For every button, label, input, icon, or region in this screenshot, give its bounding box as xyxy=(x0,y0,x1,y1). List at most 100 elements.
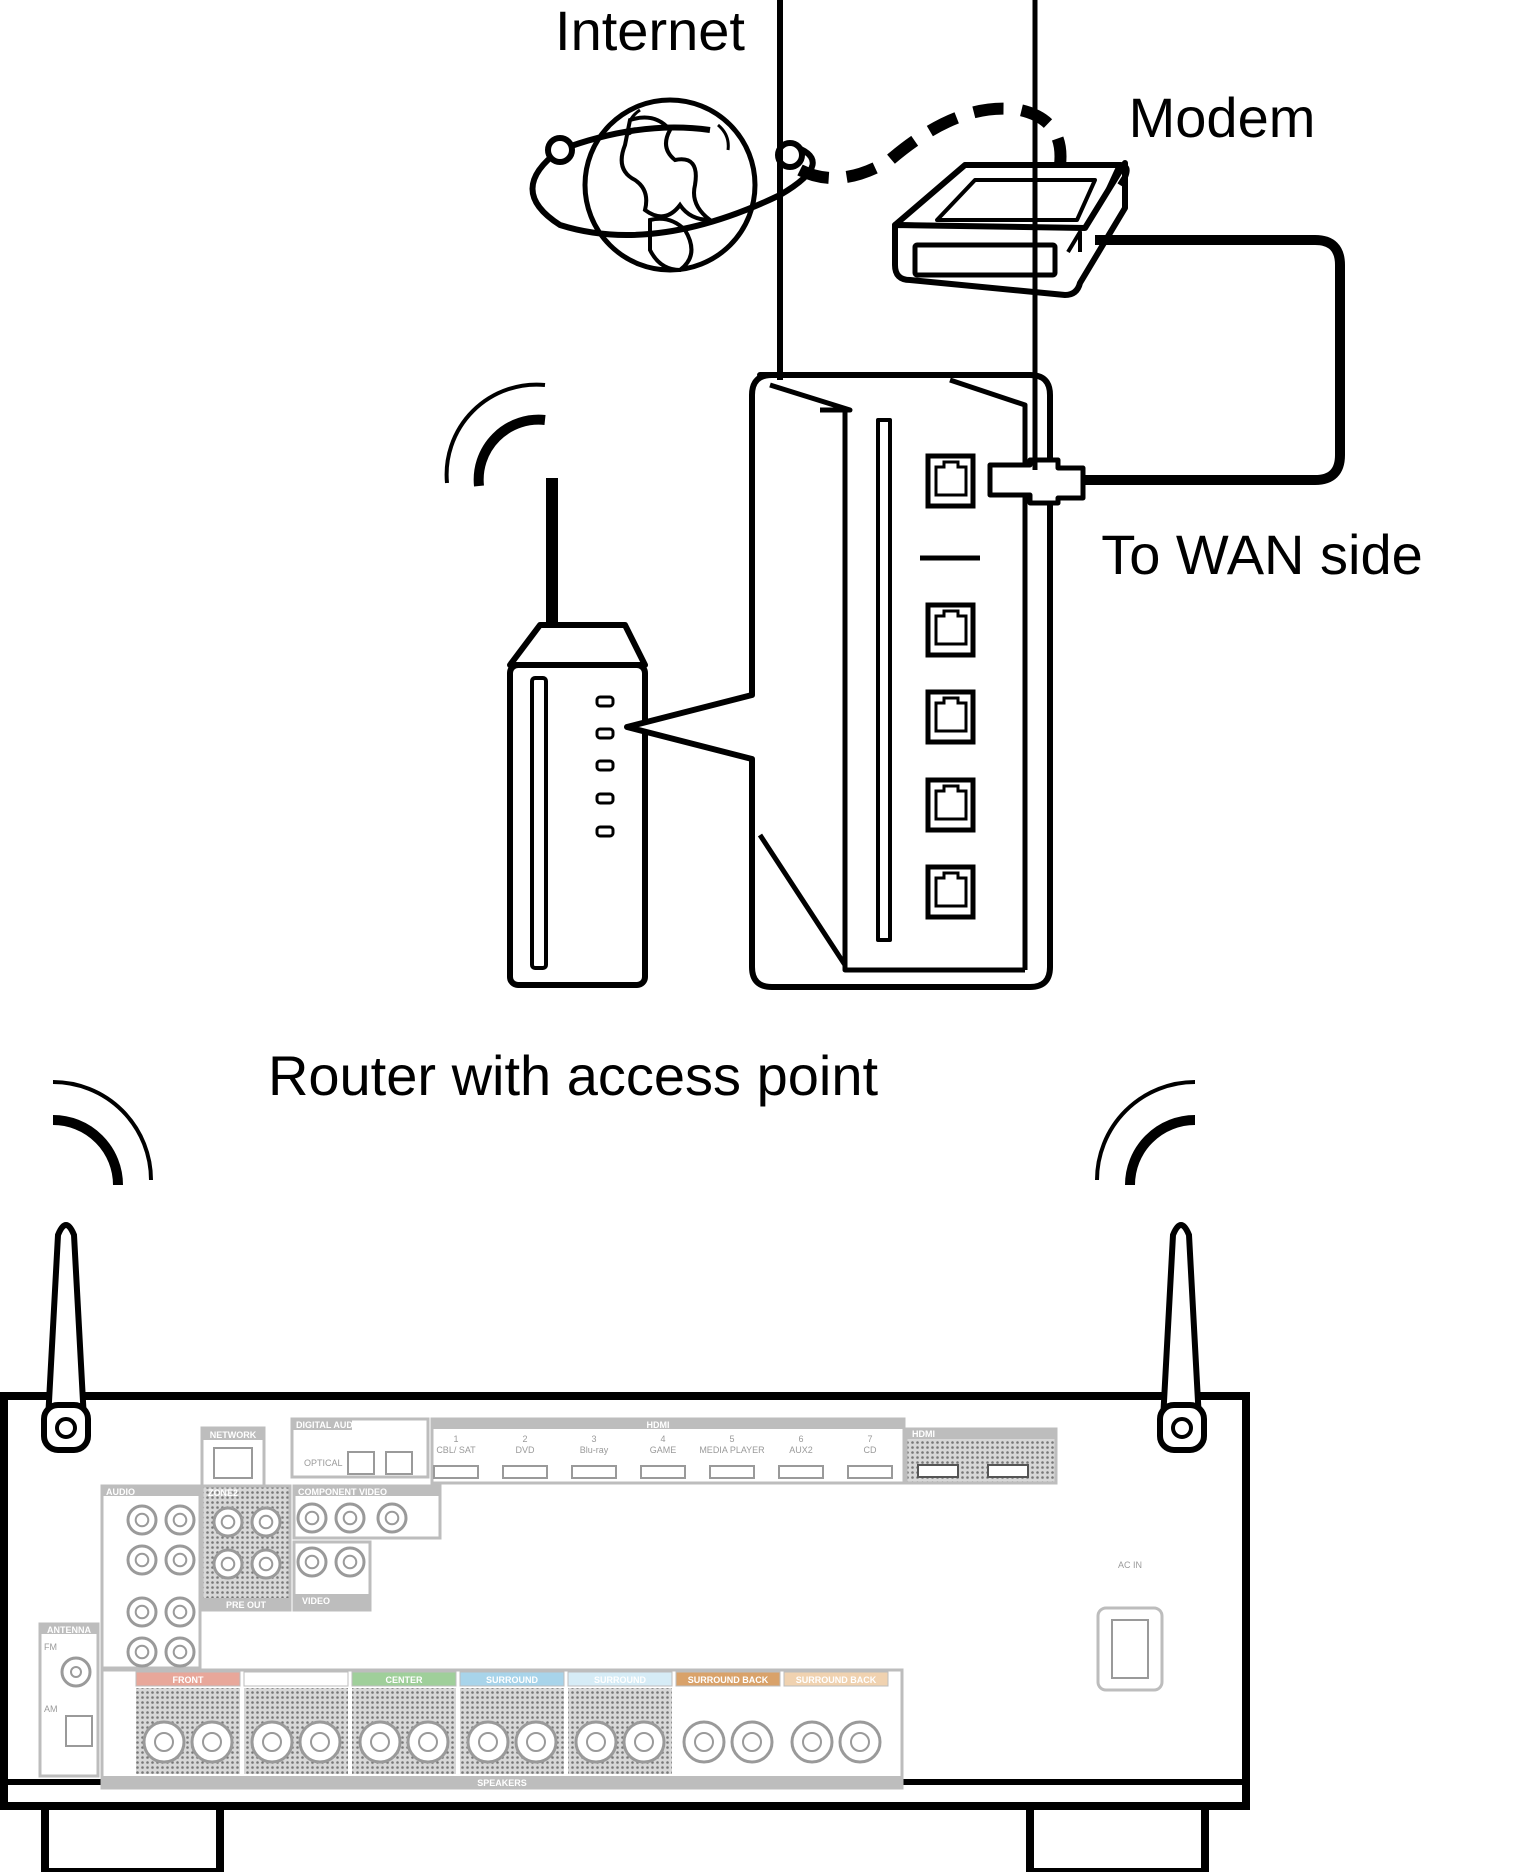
speaker-terminal-minus xyxy=(406,1720,450,1764)
receiver-foot-left xyxy=(41,1796,224,1872)
zone2-jack xyxy=(250,1506,282,1538)
fm-label: FM xyxy=(44,1642,57,1652)
antenna-label: ANTENNA xyxy=(47,1625,91,1635)
audio-jacks xyxy=(126,1504,196,1668)
hdmi-input-number: 1 xyxy=(453,1434,458,1444)
hdmi-input-number: 2 xyxy=(522,1434,527,1444)
component-video-panel: COMPONENT VIDEO xyxy=(292,1484,442,1540)
hdmi-port xyxy=(709,1465,755,1479)
hdmi-input-name: Blu-ray xyxy=(580,1445,609,1455)
left-antenna-wifi-icon xyxy=(52,1080,153,1186)
video-in-panel: VIDEO xyxy=(292,1540,372,1612)
zone2-jack xyxy=(212,1506,244,1538)
speaker-group: FRONT xyxy=(243,1671,349,1774)
globe-icon xyxy=(529,97,816,273)
speaker-group-label: SURROUND xyxy=(594,1675,647,1685)
speaker-group: SURROUND xyxy=(567,1671,673,1774)
lan-port-4 xyxy=(925,864,976,920)
hdmi-out-panel: HDMI xyxy=(904,1427,1058,1485)
audio-jack-right xyxy=(164,1636,196,1668)
component-jacks xyxy=(296,1502,408,1534)
speaker-group-label: FRONT xyxy=(281,1675,312,1685)
speaker-terminal-plus xyxy=(358,1720,402,1764)
modem-label: Modem xyxy=(1129,86,1316,149)
hdmi-in-label: HDMI xyxy=(647,1420,670,1430)
hdmi-input-number: 4 xyxy=(660,1434,665,1444)
speakers-label: SPEAKERS xyxy=(477,1778,527,1788)
speaker-terminal-plus xyxy=(466,1720,510,1764)
speaker-terminal-minus xyxy=(622,1720,666,1764)
av-receiver: NETWORK DIGITAL AUDIO OPTICAL HDMI 1CBL/… xyxy=(0,1080,1250,1872)
pre-out-label: PRE OUT xyxy=(226,1600,267,1610)
speaker-group: FRONT xyxy=(135,1671,241,1774)
speaker-terminal-plus xyxy=(574,1720,618,1764)
router-port-callout xyxy=(624,0,1053,990)
speaker-group: SURROUND BACK xyxy=(783,1671,889,1764)
speaker-group-label: FRONT xyxy=(173,1675,204,1685)
audio-jack-right xyxy=(164,1596,196,1628)
digital-audio-label: DIGITAL AUDIO xyxy=(296,1420,362,1430)
hdmi-input-name: GAME xyxy=(650,1445,677,1455)
antenna-panel: ANTENNA FM AM xyxy=(38,1622,100,1778)
lan-port-3 xyxy=(925,777,976,833)
hdmi-input-name: MEDIA PLAYER xyxy=(699,1445,765,1455)
audio-jack-left xyxy=(126,1504,158,1536)
audio-jack-left xyxy=(126,1636,158,1668)
router-icon xyxy=(507,478,648,988)
audio-jack-left xyxy=(126,1544,158,1576)
hdmi-input-number: 3 xyxy=(591,1434,596,1444)
network-port-label: NETWORK xyxy=(210,1430,257,1440)
speaker-terminal-minus xyxy=(514,1720,558,1764)
optical-label: OPTICAL xyxy=(304,1458,343,1468)
video-jack xyxy=(334,1546,366,1578)
ac-in-socket: AC IN xyxy=(1096,1560,1164,1692)
wan-cable xyxy=(1085,235,1345,485)
wan-plug-icon xyxy=(987,0,1086,506)
speaker-terminal-minus xyxy=(190,1720,234,1764)
hdmi-input-name: CD xyxy=(864,1445,877,1455)
audio-jack-right xyxy=(164,1544,196,1576)
audio-jack-left xyxy=(126,1596,158,1628)
speaker-group-label: SURROUND xyxy=(486,1675,539,1685)
hdmi-port xyxy=(502,1465,548,1479)
hdmi-input-number: 5 xyxy=(729,1434,734,1444)
zone2-jack xyxy=(250,1548,282,1580)
hdmi-port xyxy=(847,1465,893,1479)
speaker-group-label: SURROUND BACK xyxy=(796,1675,877,1685)
hdmi-port xyxy=(433,1465,479,1479)
speaker-terminal-plus xyxy=(142,1720,186,1764)
video-label: VIDEO xyxy=(302,1596,330,1606)
speaker-terminal-minus xyxy=(838,1720,882,1764)
network-port: NETWORK xyxy=(200,1426,266,1492)
left-antenna-icon xyxy=(41,1222,91,1453)
hdmi-port xyxy=(778,1465,824,1479)
hdmi-port xyxy=(640,1465,686,1479)
speaker-terminal-minus xyxy=(298,1720,342,1764)
internet-label: Internet xyxy=(555,0,745,62)
hdmi-out-label: HDMI xyxy=(912,1429,935,1439)
router-wifi-icon xyxy=(444,382,546,487)
speaker-terminal-plus xyxy=(682,1720,726,1764)
speaker-groups: FRONT FRONT CENTER SURROUND SURROUND SURROUND… xyxy=(135,1671,889,1774)
lan-port-2 xyxy=(925,689,976,745)
wan-port xyxy=(925,453,976,509)
speaker-group: CENTER xyxy=(351,1671,457,1774)
zone2-jack xyxy=(212,1548,244,1580)
internet-link-dashed xyxy=(797,102,1067,184)
router-label: Router with access point xyxy=(268,1044,879,1107)
hdmi-input-number: 7 xyxy=(867,1434,872,1444)
speaker-terminal-plus xyxy=(790,1720,834,1764)
video-jack xyxy=(296,1546,328,1578)
right-antenna-icon xyxy=(1157,1222,1207,1453)
zone2-label: ZONE2 xyxy=(208,1488,238,1498)
speaker-terminals-panel: SPEAKERS FRONT FRONT CENTER SURROUND SURROUN… xyxy=(100,1668,904,1790)
audio-in-panel: AUDIO xyxy=(100,1484,202,1670)
speaker-group-label: CENTER xyxy=(385,1675,423,1685)
